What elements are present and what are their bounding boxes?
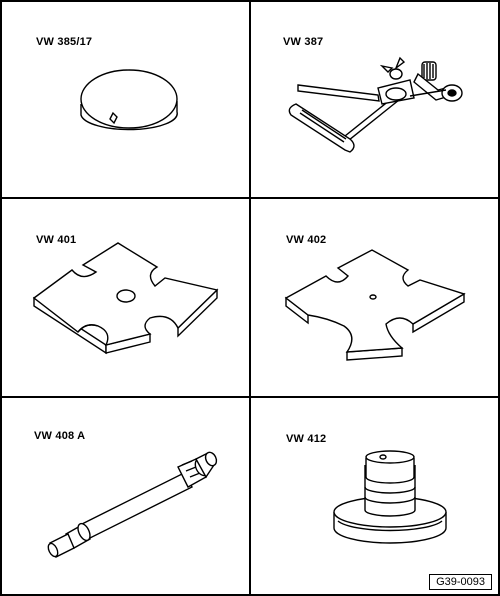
figure-code: G39-0093	[429, 574, 492, 590]
tool-label: VW 412	[286, 433, 327, 445]
drift-shaft-icon	[47, 451, 218, 558]
tool-cell-vw-408-a: VW 408 A	[0, 397, 250, 596]
tool-cell-vw-385-17: VW 385/17	[0, 0, 250, 198]
gauge-arm-icon	[288, 56, 463, 153]
tool-label: VW 408 A	[34, 430, 86, 442]
tool-cell-vw-402: VW 402	[250, 198, 500, 397]
cross-plate-icon	[284, 249, 466, 361]
tool-cell-vw-412: VW 412	[250, 397, 500, 596]
press-piece-icon	[333, 450, 447, 544]
tool-label: VW 385/17	[36, 36, 93, 48]
cross-plate-icon	[32, 242, 219, 355]
tool-label: VW 401	[36, 234, 77, 246]
tool-label: VW 387	[283, 36, 324, 48]
tool-label: VW 402	[286, 234, 327, 246]
disc-tool-icon	[80, 69, 178, 131]
tool-cell-vw-401: VW 401	[0, 198, 250, 397]
tool-cell-vw-387: VW 387	[250, 0, 500, 198]
